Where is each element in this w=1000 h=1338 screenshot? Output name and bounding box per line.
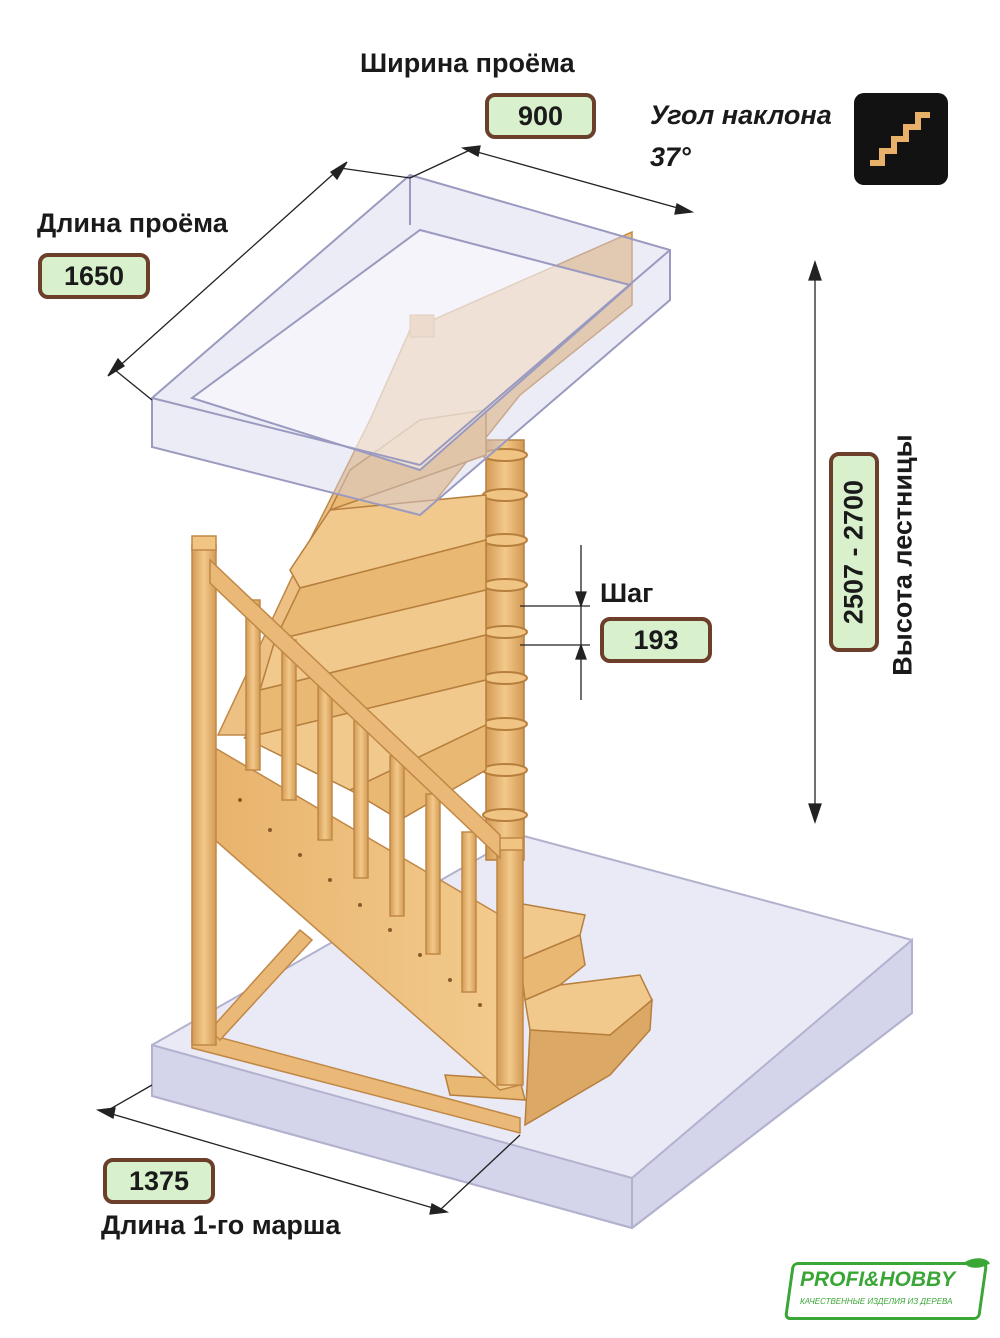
logo-tagline: КАЧЕСТВЕННЫЕ ИЗДЕЛИЯ ИЗ ДЕРЕВА	[800, 1297, 953, 1306]
stairs-angle-icon	[854, 93, 948, 185]
dimension-lines	[95, 145, 822, 1215]
newel-post	[482, 439, 528, 861]
first-flight-length-value: 1375	[103, 1158, 215, 1204]
step-label: Шаг	[600, 578, 654, 608]
stair-height-label: Высота лестницы	[887, 434, 918, 676]
opening-length-value: 1650	[38, 253, 150, 299]
opening-frame	[151, 173, 671, 517]
first-flight-length-label: Длина 1-го марша	[101, 1210, 341, 1240]
slope-angle-value: 37°	[650, 142, 691, 172]
opening-width-label: Ширина проёма	[360, 48, 575, 78]
opening-length-label: Длина проёма	[37, 208, 228, 238]
opening-width-value: 900	[485, 93, 596, 139]
logo-name: PROFI&HOBBY	[800, 1268, 956, 1291]
step-value: 193	[600, 617, 712, 663]
slope-angle-label: Угол наклона	[650, 100, 832, 130]
balustrade	[191, 535, 524, 1086]
stair-height-value: 2507 - 2700	[829, 452, 879, 652]
brand-logo: PROFI&HOBBY КАЧЕСТВЕННЫЕ ИЗДЕЛИЯ ИЗ ДЕРЕ…	[783, 1251, 994, 1324]
